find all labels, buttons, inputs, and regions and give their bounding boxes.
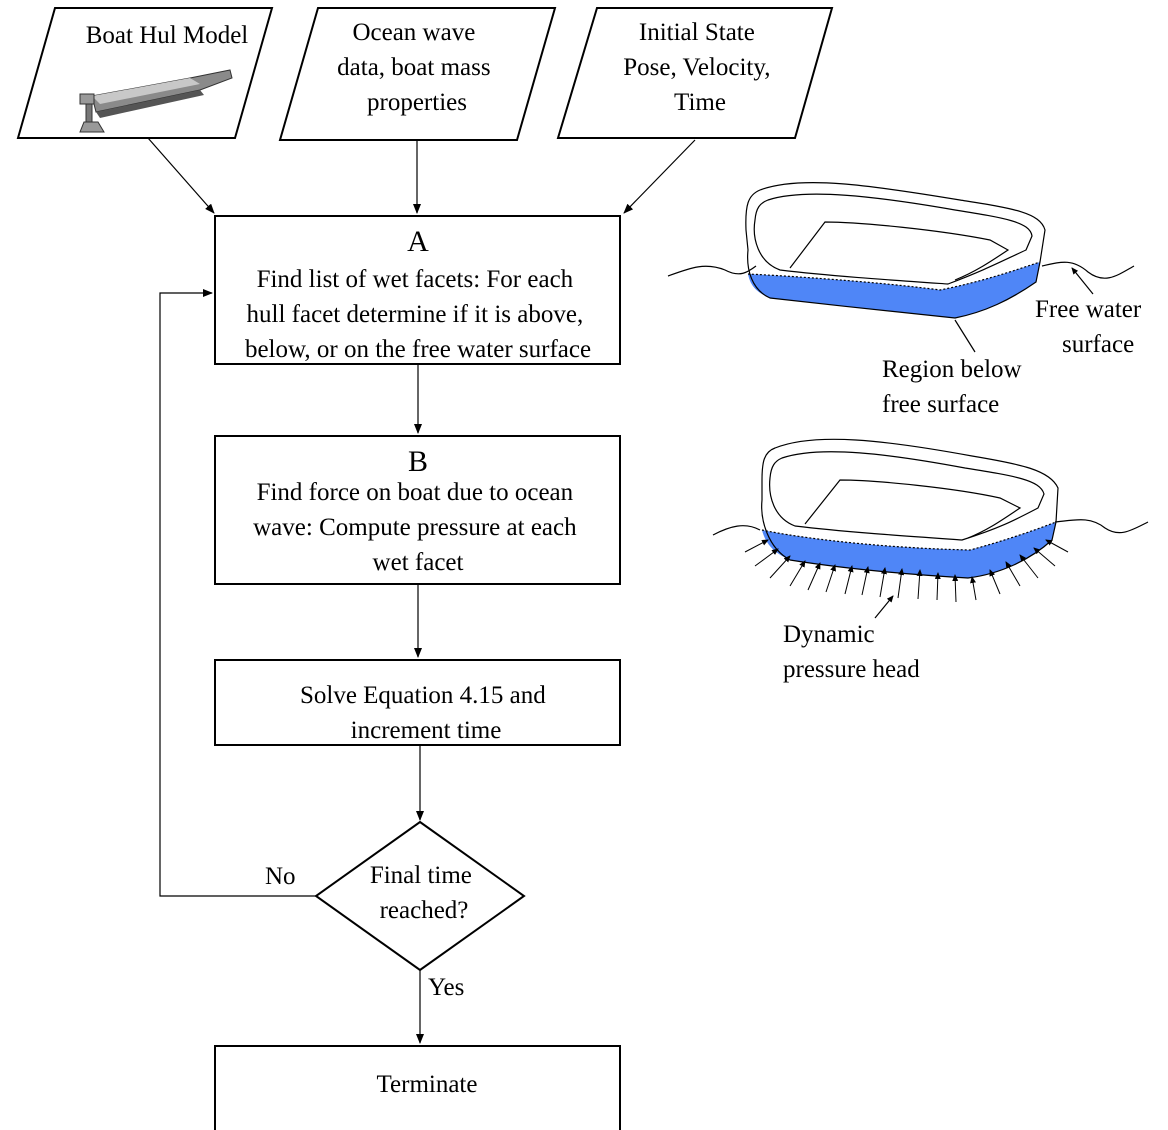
hull-inner-top: [789, 221, 1010, 281]
input-initial-state-shape: [556, 7, 834, 139]
input-hull-model-shape: [16, 7, 274, 139]
pressure-arrow: [769, 555, 791, 579]
step-b-box: [214, 435, 621, 585]
step-b-letter: B: [408, 445, 428, 478]
terminate-text: Terminate: [377, 1071, 478, 1098]
hull-rim-bottom: [769, 451, 1045, 541]
pressure-arrows: [744, 539, 1069, 603]
input-wave-data-shape: [278, 7, 557, 141]
step-a-letter: A: [407, 225, 429, 258]
pressure-arrow: [789, 560, 806, 587]
wave-line-bottom-left: [712, 525, 761, 536]
step-a-text: Find list of wet facets: For each hull f…: [245, 266, 591, 363]
pressure-arrow: [952, 574, 959, 603]
terminate-box: [214, 1045, 621, 1130]
pressure-arrow: [879, 567, 887, 598]
waterline-bottom: [761, 521, 1057, 551]
step-b: B Find force on boat due to ocean wave: …: [214, 435, 621, 585]
pressure-arrow: [844, 565, 854, 595]
pressure-arrow: [897, 568, 905, 599]
hull-outline-top: [745, 181, 1046, 319]
hull-outline-bottom: [761, 438, 1059, 579]
submerged-region-top: [748, 262, 1040, 318]
pressure-arrow: [970, 576, 977, 601]
wave-line-top-right: [1041, 261, 1135, 279]
pressure-arrow: [989, 569, 1001, 595]
pressure-arrow: [825, 564, 836, 593]
hull-inner-bottom: [804, 479, 1022, 539]
input-wave-data-label: Ocean wave data, boat mass properties: [337, 19, 497, 116]
pointer-free-water-surface: [1071, 267, 1094, 295]
input-hull-model: Boat Hul Model: [16, 7, 274, 139]
wave-line-top-left: [667, 265, 757, 277]
decision-diamond: [314, 820, 526, 972]
pressure-arrow: [1033, 547, 1056, 567]
submerged-region-bottom: [762, 522, 1056, 578]
label-yes: Yes: [428, 974, 464, 1001]
input-wave-data: Ocean wave data, boat mass properties: [278, 7, 557, 141]
pointer-dynamic-pressure: [874, 595, 894, 619]
label-free-water-surface: Free water surface: [1035, 296, 1147, 358]
input-hull-model-label: Boat Hul Model: [86, 22, 249, 49]
input-initial-state-label: Initial State Pose, Velocity, Time: [623, 19, 776, 116]
arrow-state-to-a: [623, 139, 696, 214]
boat-illustration-top: Free water surface Region below free sur…: [667, 181, 1147, 418]
pressure-arrow: [1019, 554, 1039, 579]
pressure-arrow: [861, 566, 870, 596]
pressure-arrow: [744, 539, 769, 553]
pressure-arrow: [934, 572, 941, 601]
step-solve-text: Solve Equation 4.15 and increment time: [300, 682, 552, 744]
hull-rim-top: [753, 193, 1033, 285]
step-solve: Solve Equation 4.15 and increment time: [214, 659, 621, 746]
pointer-region-below: [954, 319, 976, 353]
pressure-arrow: [807, 562, 821, 591]
input-initial-state: Initial State Pose, Velocity, Time: [556, 7, 834, 139]
step-b-text: Find force on boat due to ocean wave: Co…: [253, 479, 583, 576]
hull-model-image: [79, 69, 233, 133]
step-a: A Find list of wet facets: For each hull…: [214, 215, 621, 365]
pressure-arrow: [1045, 539, 1069, 553]
pressure-arrow: [1005, 561, 1021, 587]
decision-final-time: Final time reached?: [314, 820, 526, 972]
arrow-no-loop: [159, 289, 316, 897]
label-no: No: [265, 863, 296, 890]
label-region-below: Region below free surface: [882, 356, 1028, 418]
waterline-top: [747, 261, 1041, 291]
pressure-arrow: [916, 569, 923, 600]
step-terminate: Terminate: [214, 1045, 621, 1130]
wave-line-bottom-right: [1054, 519, 1149, 534]
boat-illustration-bottom: Dynamic pressure head: [712, 438, 1149, 683]
step-solve-box: [214, 659, 621, 746]
label-dynamic-pressure: Dynamic pressure head: [783, 621, 920, 683]
pressure-arrow: [754, 548, 779, 567]
arrow-hull-to-a: [147, 137, 215, 214]
decision-text: Final time reached?: [370, 862, 478, 924]
step-a-box: [214, 215, 621, 365]
